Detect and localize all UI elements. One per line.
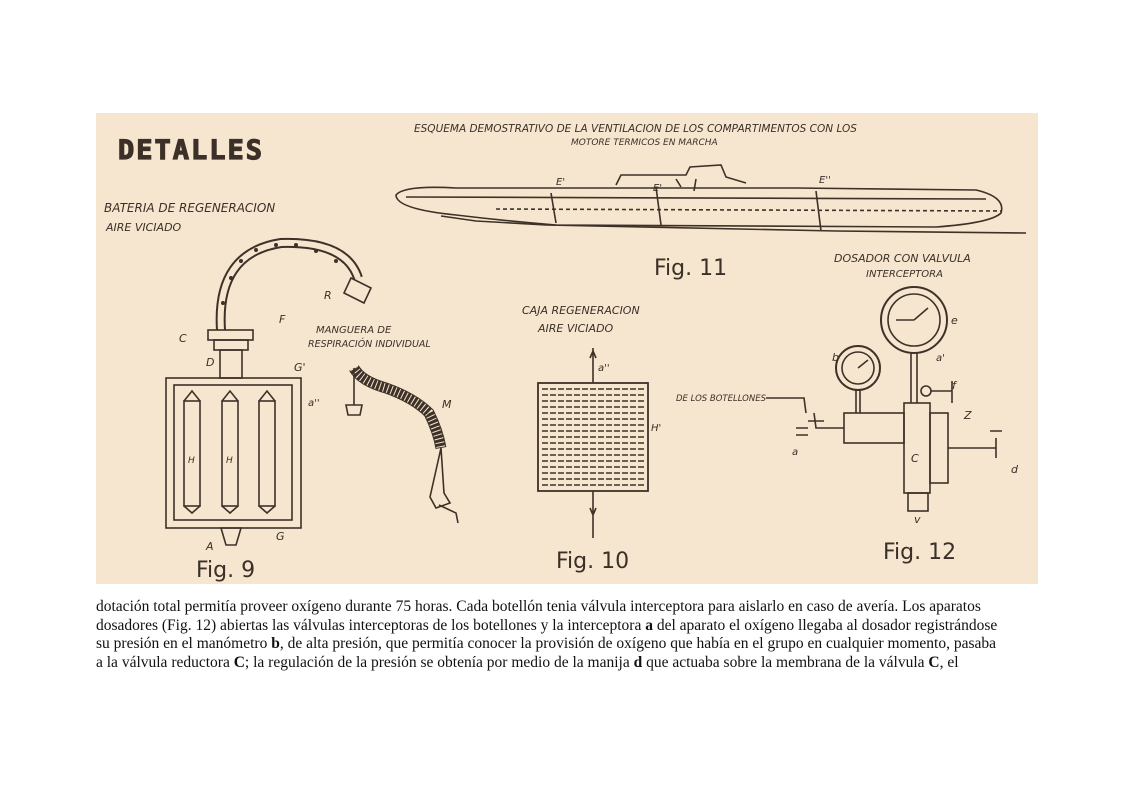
body-line-1-text: dotación total permitía proveer oxígeno … [96,598,981,615]
body-line-2c: del aparato el oxígeno llegaba al dosado… [652,616,998,634]
label-a-small: a [792,447,798,458]
label-e3: E' [653,183,662,194]
label-e2: E'' [819,175,831,186]
label-c-doser: C [911,452,919,465]
body-line-3b: b [271,635,280,652]
label-h2: H' [651,423,661,434]
label-r: R [324,289,332,302]
body-line-3c: , de alta presión, que permitía conocer … [279,635,997,652]
label-h-b: H [226,456,233,466]
battery-title-line1: BATERIA DE REGENERACION [104,201,275,215]
fig12-caption: Fig. 12 [883,540,956,565]
scheme-title-line2: MOTORE TERMICOS EN MARCHA [571,138,718,148]
box-title-line1: CAJA REGENERACION [522,304,640,317]
label-h-a: H [188,456,195,466]
oxygen-doser-diagram: b e a' f Z C d v a DE LOS BOTELLONES [676,286,1019,526]
label-g1: G' [294,361,306,374]
label-m: M [442,398,452,411]
label-d: d [1011,463,1019,476]
fig10-caption: Fig. 10 [556,549,629,574]
battery-diagram: C F D G' R a'' H H A G [165,237,373,553]
label-f: f [952,379,958,392]
label-a: A [205,540,214,553]
drawing-svg: DETALLES ESQUEMA DEMOSTRATIVO DE LA VENT… [104,123,1027,583]
body-line-4d: d [633,653,643,671]
body-line-4e: que actuaba sobre la membrana de la válv… [642,653,929,671]
label-a-dd: a'' [598,363,610,374]
hose-diagram: M [345,365,459,524]
label-v: v [914,513,921,526]
hose-label-line2: RESPIRACIÓN INDIVIDUAL [308,338,431,350]
technical-drawing-plate: DETALLES ESQUEMA DEMOSTRATIVO DE LA VENT… [96,113,1038,584]
body-line-2b: a [645,616,653,634]
label-c: C [179,332,187,345]
fig9-caption: Fig. 9 [196,558,255,583]
body-line-4a: a la válvula reductora [96,653,234,671]
bottles-label: DE LOS BOTELLONES [676,394,767,404]
body-line-3: su presión en el manómetro b, de alta pr… [96,635,1040,654]
body-line-2: dosadores (Fig. 12) abiertas las válvula… [96,617,1040,636]
hose-label-line1: MANGUERA DE [316,325,392,336]
submarine-diagram: E' E'' E' [395,164,1027,234]
body-line-4: a la válvula reductora C; la regulación … [96,654,1040,673]
doser-title-line1: DOSADOR CON VALVULA [834,252,971,265]
body-line-4c: ; la regulación de la presión se obtenía… [244,653,634,671]
body-line-2a: dosadores (Fig. 12) abiertas las válvula… [96,616,646,634]
doser-title-line2: INTERCEPTORA [866,269,943,280]
body-line-4b: C [233,653,245,671]
body-line-1: dotación total permitía proveer oxígeno … [96,598,1040,617]
battery-title-line2: AIRE VICIADO [105,221,182,234]
label-d: D [206,356,214,369]
label-z: Z [963,409,972,422]
scheme-title-line1: ESQUEMA DEMOSTRATIVO DE LA VENTILACION D… [414,123,857,135]
body-paragraph: dotación total permitía proveer oxígeno … [96,598,1040,672]
body-line-4f: C [928,653,940,671]
regeneration-box-diagram: a'' H' [537,348,661,538]
fig11-caption: Fig. 11 [654,256,727,281]
label-f: F [279,313,286,326]
box-title-line2: AIRE VICIADO [537,322,614,335]
body-line-4g: , el [939,653,959,671]
label-a2: a'' [308,398,320,409]
label-e: e [951,314,958,327]
label-e1: E' [556,177,565,188]
heading-text: DETALLES [118,135,264,166]
label-g: G [276,530,285,543]
label-b: b [832,351,839,364]
label-a1: a' [936,353,945,364]
body-line-3a: su presión en el manómetro [96,635,272,652]
